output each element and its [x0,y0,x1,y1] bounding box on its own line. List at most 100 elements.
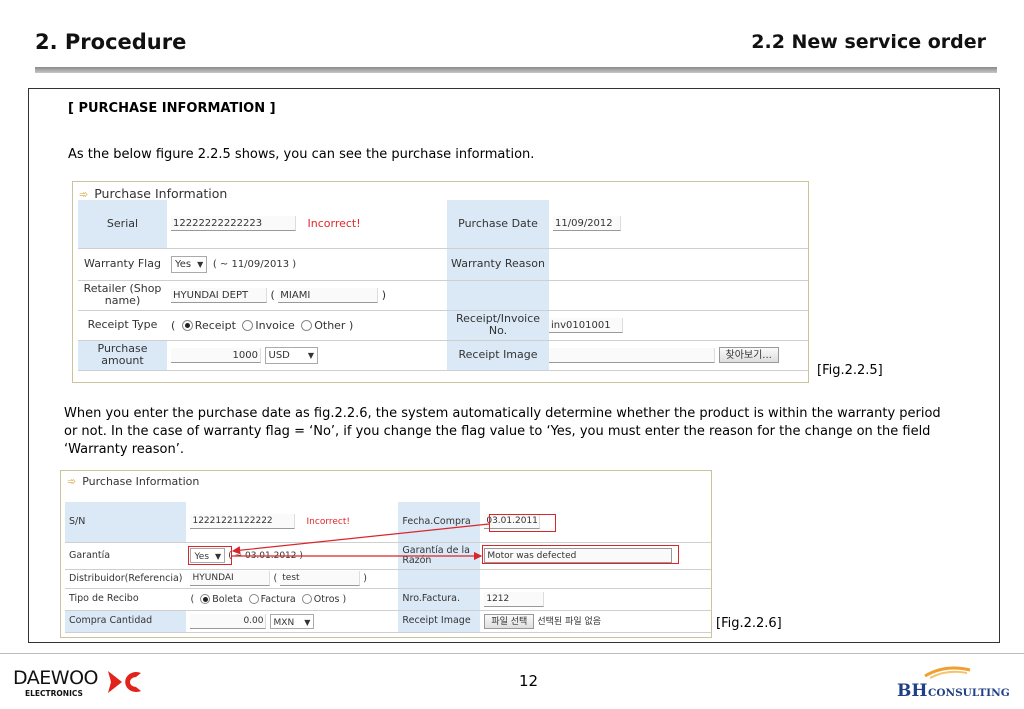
compra-input[interactable]: 0.00 [190,613,267,629]
serial-input[interactable]: 12222222222223 [171,216,296,232]
receipt-type-cell: ( Receipt Invoice Other ) [167,310,447,341]
receipt-invoice-label: Receipt/Invoice No. [447,310,549,341]
radio-otros-label: Otros [313,593,340,605]
sn-label: S/N [65,502,187,543]
svg-text:DAEWOO: DAEWOO [13,667,98,689]
paren-open: ( [273,573,278,584]
figure-2-2-5: ➾ Purchase Information Serial 12222222222… [72,181,809,383]
panel-title-text: Purchase Information [94,186,228,201]
purchase-amount-cell: 1000 USD▼ [167,340,447,371]
purchase-form-table: Serial 12222222222223 Incorrect! Purchas… [78,200,808,371]
retailer-spacer [447,280,549,311]
purchase-info-heading: [ PURCHASE INFORMATION ] [68,101,276,116]
tipo-cell: ( Boleta Factura Otros ) [186,588,399,611]
radio-other-label: Other [314,318,346,332]
bh-consulting-logo: BH CONSULTING [885,664,1015,704]
radio-receipt-label: Receipt [194,318,236,332]
purchase-amount-label: Purchase amount [78,340,167,371]
paren-open: ( [171,318,176,332]
serial-error: Incorrect! [307,216,361,230]
warranty-flag-cell: Yes▼ ( ~ 11/09/2013 ) [167,248,447,281]
warranty-flag-label: Warranty Flag [78,248,167,281]
paren-close: ) [363,573,368,584]
compra-cell: 0.00 MXN▼ [186,610,399,633]
retailer-input[interactable]: HYUNDAI DEPT [171,287,267,303]
distribuidor-input[interactable]: HYUNDAI [190,571,271,586]
file-select-button[interactable]: 파일 선택 [484,613,535,629]
retailer-label: Retailer (Shop name) [78,280,167,311]
dropdown-arrow-icon: ▼ [304,617,311,627]
sn-error: Incorrect! [306,517,350,528]
sn-input[interactable]: 12221221122222 [190,514,296,530]
receipt-invoice-input[interactable]: inv0101001 [549,317,623,333]
radio-invoice-label: Invoice [255,318,295,332]
svg-text:ELECTRONICS: ELECTRONICS [25,689,83,698]
distribuidor-label: Distribuidor(Referencia) [65,569,187,589]
warranty-reason-label: Warranty Reason [447,248,549,281]
panel-title: ➾ Purchase Information [79,186,227,201]
fecha-label: Fecha.Compra [398,502,481,543]
factura-cell: 1212 [480,588,711,611]
sn-cell: 12221221122222 Incorrect! [186,502,399,543]
paren-close: ) [381,288,387,301]
chevron-icon: ➾ [79,188,89,201]
garantia-select[interactable]: Yes▼ [190,548,226,563]
purchase-date-input[interactable]: 11/09/2012 [553,216,621,232]
retailer-city-input[interactable]: MIAMI [278,287,379,303]
radio-other[interactable] [301,320,313,331]
receipt-image-path[interactable] [549,347,715,363]
panel-title-text: Purchase Information [82,475,200,488]
daewoo-logo: DAEWOO ELECTRONICS [13,667,153,703]
factura-input[interactable]: 1212 [484,591,545,607]
content-frame [28,88,1000,643]
currency-select[interactable]: USD▼ [264,346,319,364]
garantia-label: Garantía [65,542,187,570]
paren-open: ( [270,288,275,301]
file-status: 선택된 파일 없음 [537,616,602,627]
dropdown-arrow-icon: ▼ [215,552,222,561]
browse-button[interactable]: 찾아보기... [718,347,779,363]
warranty-reason-cell[interactable] [549,248,808,281]
panel-title: ➾ Purchase Information [67,475,199,488]
footer-rule [0,653,1024,654]
fecha-input[interactable]: 03.01.2011 [484,514,541,530]
razon-input[interactable]: Motor was defected [484,548,673,563]
page-subsection-title: 2.2 New service order [751,31,986,53]
radio-factura-label: Factura [260,593,296,605]
svg-text:CONSULTING: CONSULTING [928,687,1010,699]
purchase-date-cell: 11/09/2012 [549,200,808,249]
daewoo-logo-mark: DAEWOO ELECTRONICS [13,667,141,698]
compra-label: Compra Cantidad [65,610,187,633]
purchase-form-table-es: S/N 12221221122222 Incorrect! Fecha.Comp… [65,502,711,633]
paren-open: ( [190,593,195,605]
paren-close: ) [342,593,347,605]
warranty-flag-select[interactable]: Yes▼ [171,255,208,273]
purchase-amount-input[interactable]: 1000 [171,347,261,363]
radio-invoice[interactable] [242,320,254,331]
radio-otros[interactable] [301,594,312,604]
bh-consulting-logo-mark: BH CONSULTING [897,666,1010,701]
chevron-icon: ➾ [67,475,77,488]
figure-2-2-6: ➾ Purchase Information S/N 12221221122222… [60,470,712,638]
empty-cell [480,569,711,589]
receipt-type-label: Receipt Type [78,310,167,341]
distribuidor-spacer [398,569,481,589]
radio-boleta-label: Boleta [212,593,243,605]
arrow-date-to-flag [231,523,490,555]
radio-factura[interactable] [248,594,259,604]
tipo-label: Tipo de Recibo [65,588,187,611]
dropdown-arrow-icon: ▼ [197,259,204,269]
serial-cell: 12222222222223 Incorrect! [167,200,447,249]
explanation-paragraph: When you enter the purchase date as fig.… [64,406,941,457]
garantia-highlight [188,546,232,565]
svg-text:BH: BH [897,681,927,700]
receipt-image-cell: 찾아보기... [549,340,808,371]
receipt-image-cell: 파일 선택 선택된 파일 없음 [480,610,711,633]
distribuidor-city-input[interactable]: test [280,571,361,586]
currency-select[interactable]: MXN▼ [269,613,315,629]
serial-label: Serial [78,200,167,249]
header-rule [35,67,997,73]
page-number: 12 [519,672,539,690]
radio-boleta[interactable] [200,594,211,604]
radio-receipt[interactable] [181,320,193,331]
